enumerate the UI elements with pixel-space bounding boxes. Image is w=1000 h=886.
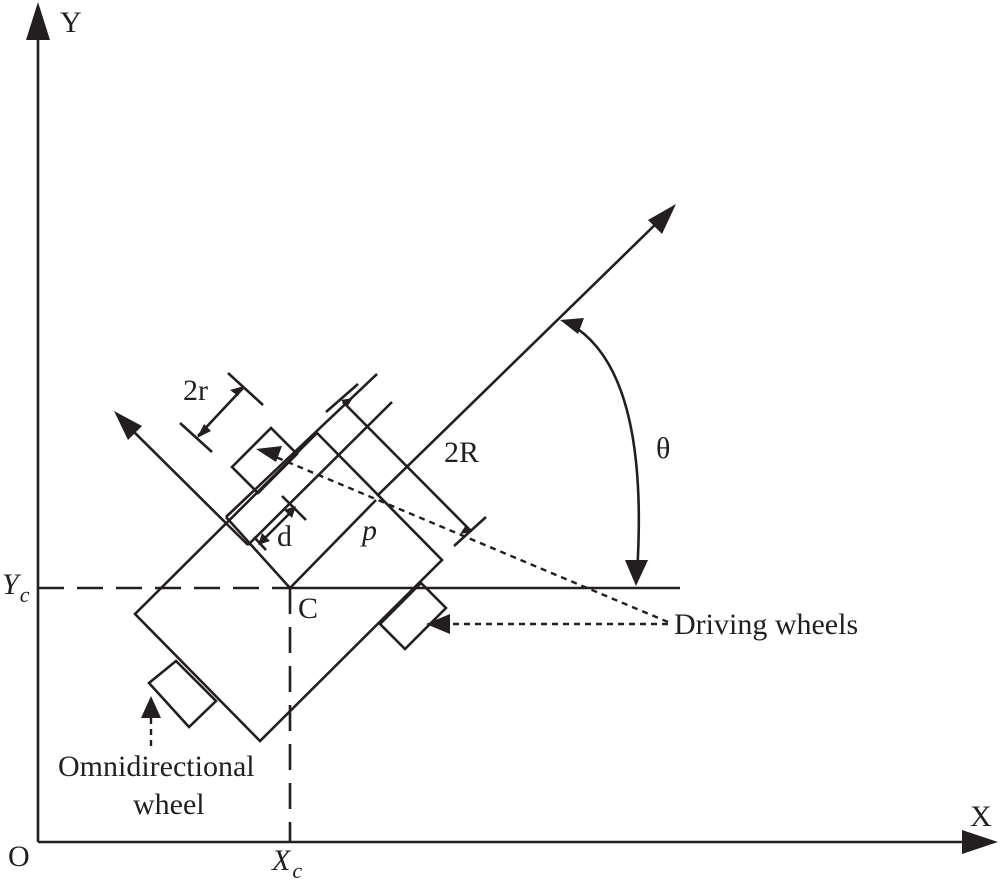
dimension-2r-wheelbase (325, 383, 487, 547)
theta-label: θ (656, 432, 670, 465)
center-label: C (298, 592, 318, 625)
theta-arrowhead-bottom (625, 560, 648, 586)
lateral-arrowhead (114, 411, 142, 440)
driving-wheels-label: Driving wheels (674, 608, 858, 641)
driving-wheels-pointer (256, 446, 669, 634)
y-axis (26, 2, 50, 842)
heading-arrowhead (648, 204, 676, 234)
driving-wheel-left (230, 426, 299, 495)
y-axis-arrowhead (26, 2, 50, 40)
center-to-axle-line (289, 499, 377, 589)
xc-label: Xc (271, 844, 302, 883)
axle-line (225, 373, 378, 518)
omni-wheel-label-line1: Omnidirectional (58, 750, 255, 783)
wheel-width-label: 2r (183, 374, 208, 407)
theta-arc (560, 318, 648, 586)
driving-wheel-right (378, 581, 448, 651)
point-label: p (360, 514, 377, 547)
offset-label: d (277, 520, 292, 553)
omni-wheel-label-line2: wheel (133, 788, 205, 821)
omnidirectional-wheel (147, 659, 218, 729)
origin-label: O (8, 840, 30, 873)
heading-arrow (376, 204, 676, 497)
wheelbase-label: 2R (444, 436, 479, 469)
yc-label: Yc (2, 568, 30, 607)
dimension-2r (179, 372, 264, 453)
theta-arrowhead-top (560, 318, 584, 334)
x-axis-label: X (970, 800, 992, 833)
dimension-d (253, 495, 307, 551)
lateral-arrow (114, 411, 249, 546)
robot-body (133, 431, 444, 743)
x-axis (38, 830, 998, 854)
y-axis-label: Y (60, 6, 82, 39)
body-inner-line (225, 516, 291, 589)
omni-wheel-pointer (141, 696, 161, 746)
x-axis-arrowhead (962, 830, 998, 854)
